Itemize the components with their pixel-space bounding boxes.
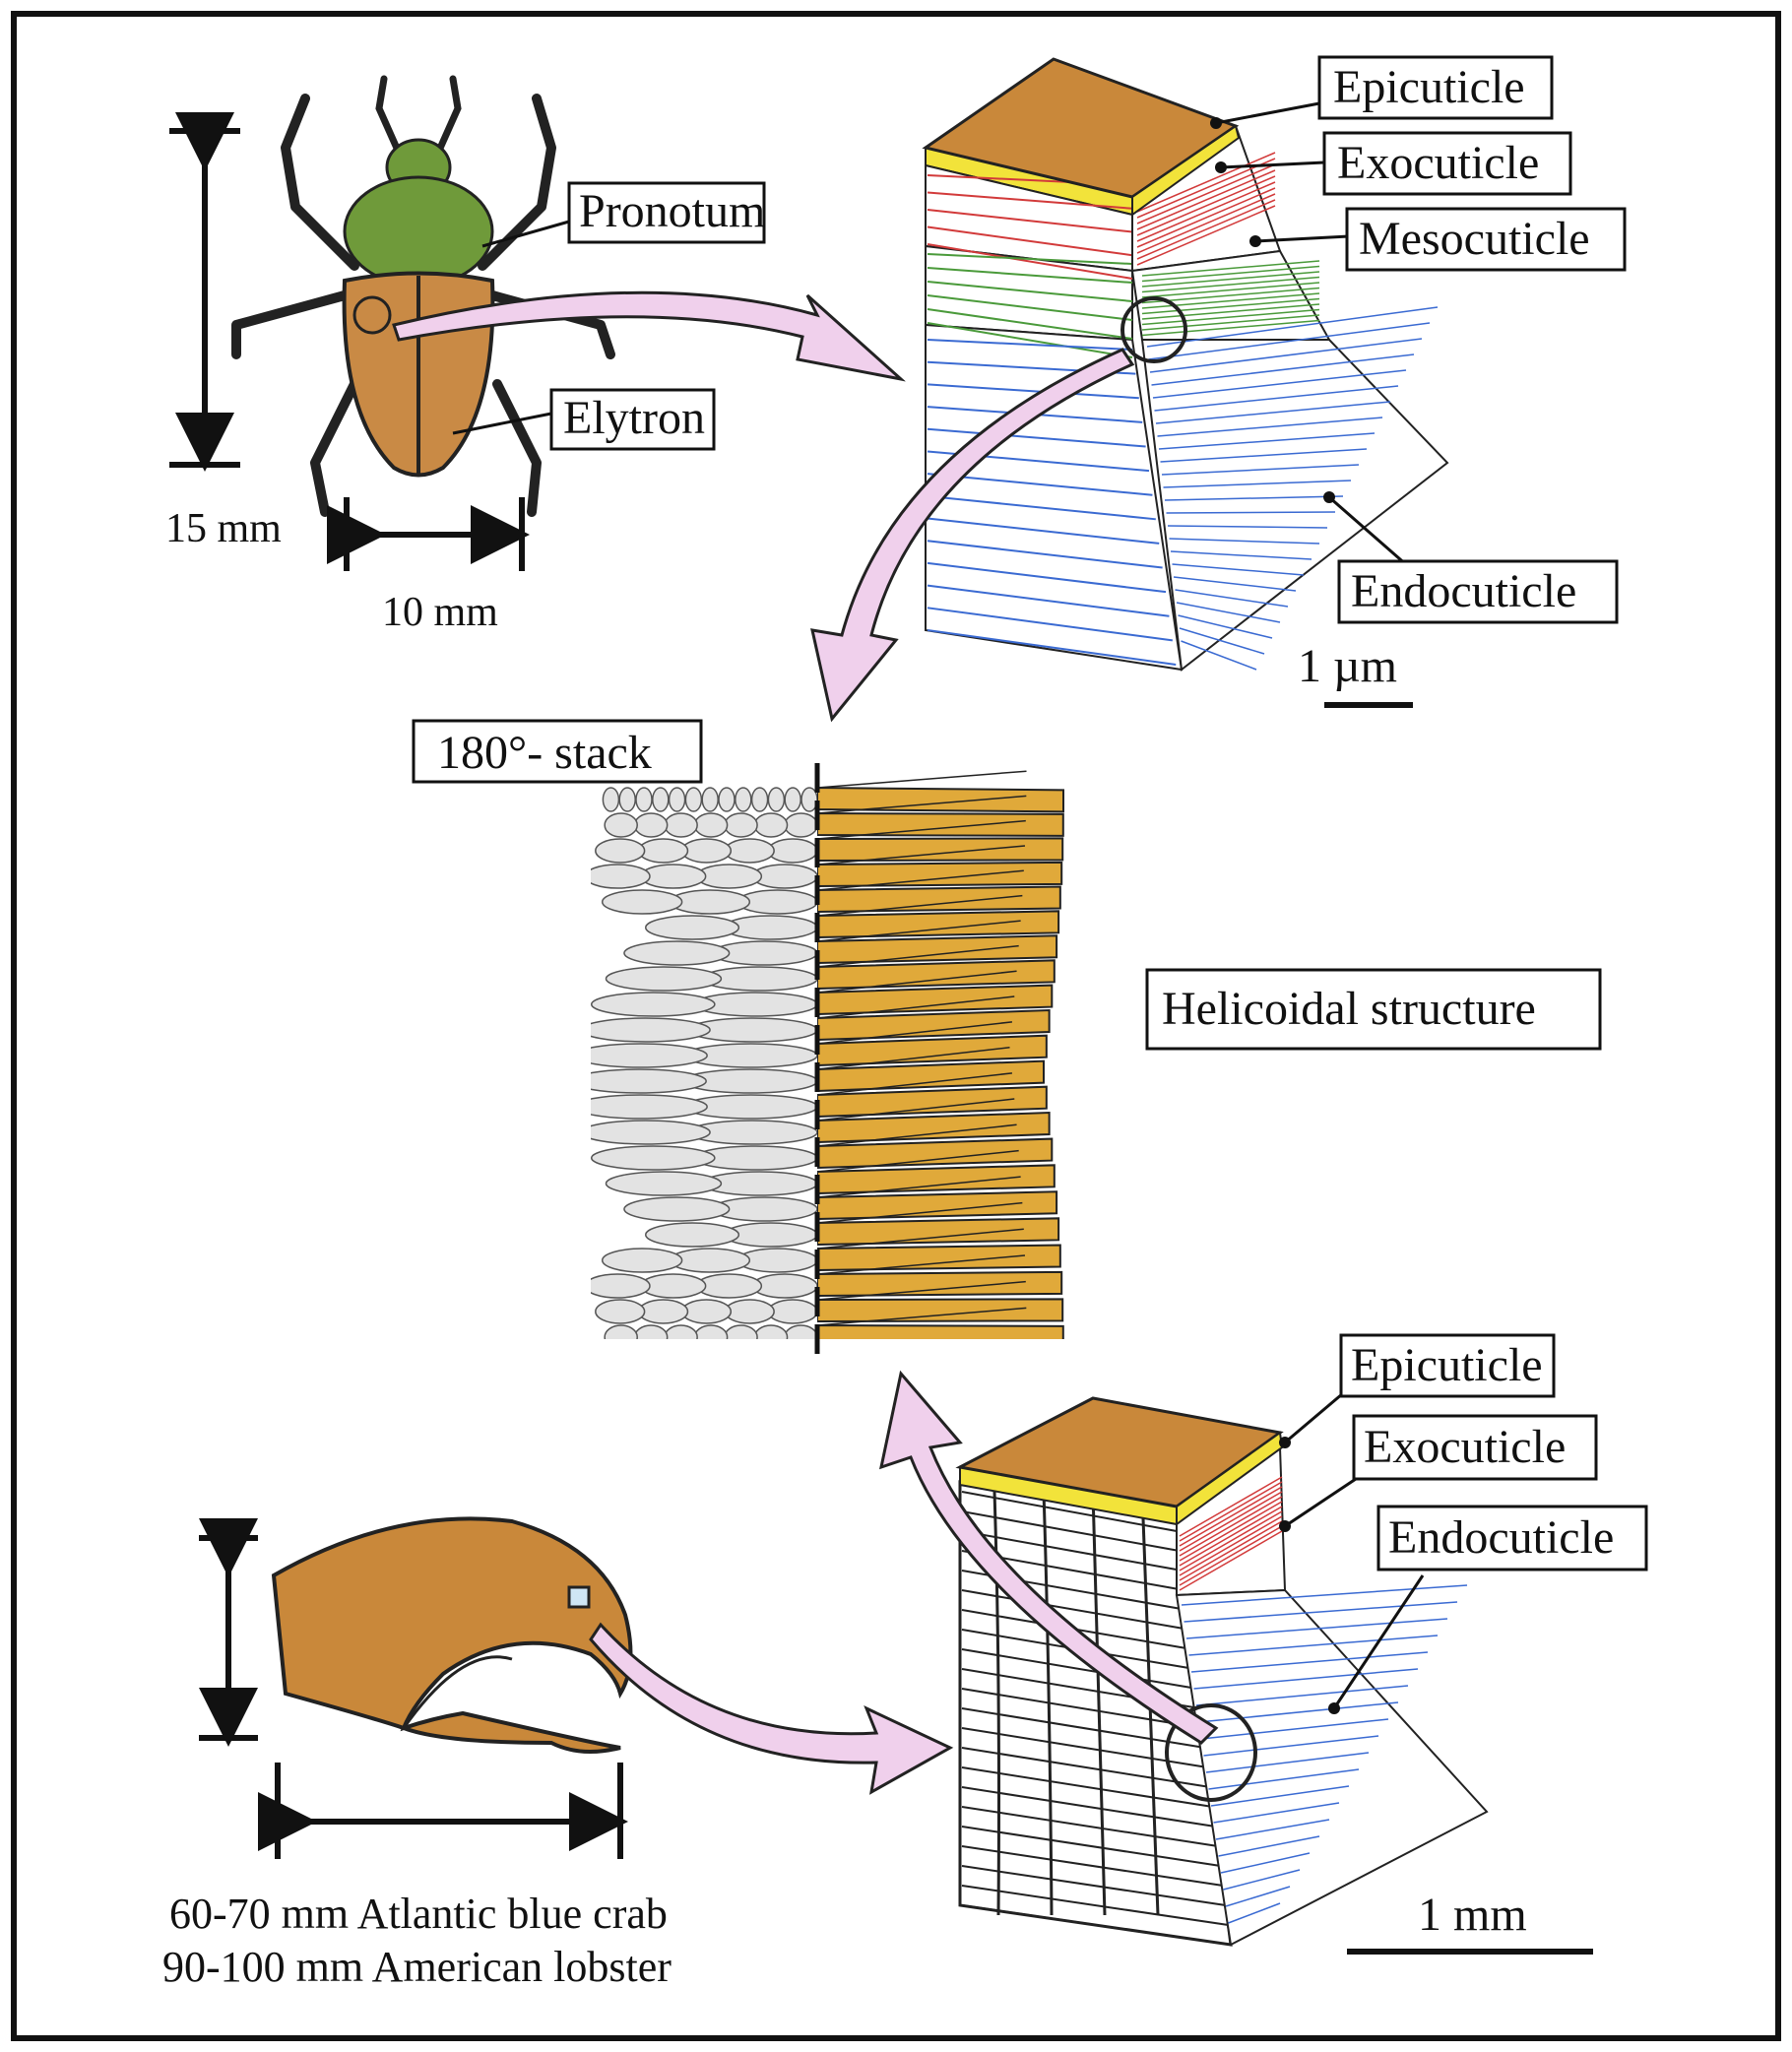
insect-scale-label: 1 µm — [1298, 640, 1397, 692]
arrow-claw-to-cuticle — [589, 1622, 954, 1795]
arrow-crustacean-to-helicoid — [878, 1370, 1219, 1745]
claw-width-dimension — [258, 1763, 628, 1859]
elytron-label-box — [549, 388, 716, 451]
arrow-beetle-to-cuticle — [392, 290, 907, 382]
crust-epicuticle-label: Epicuticle — [1351, 1339, 1543, 1391]
insect-endocuticle-box — [1337, 559, 1619, 624]
insect-epicuticle-label: Epicuticle — [1333, 61, 1525, 113]
helicoidal-structure-label: Helicoidal structure — [1162, 983, 1536, 1035]
insect-mesocuticle-label: Mesocuticle — [1359, 213, 1590, 265]
crust-epicuticle-box — [1339, 1333, 1556, 1398]
arrow-cuticle-to-helicoid — [810, 348, 1135, 723]
claw-height-dimension — [199, 1518, 258, 1747]
insect-mesocuticle-box — [1345, 207, 1627, 272]
claw-illustration — [271, 1516, 633, 1754]
crust-exocuticle-label: Exocuticle — [1364, 1421, 1566, 1473]
pronotum-label: Pronotum — [579, 185, 765, 237]
insect-cuticle-block — [922, 57, 1449, 672]
helicoidal-structure-box — [1145, 968, 1602, 1051]
insect-endocuticle-label: Endocuticle — [1351, 565, 1576, 617]
crust-endocuticle-box — [1376, 1505, 1648, 1571]
crust-scale-label: 1 mm — [1418, 1889, 1527, 1941]
helicoid-plank-stack — [817, 770, 1064, 1339]
helicoid-fiber-stack — [591, 787, 817, 1339]
beetle-height-dimension — [169, 112, 240, 472]
beetle-height-label: 15 mm — [165, 506, 282, 551]
crust-exocuticle-box — [1352, 1414, 1598, 1481]
claw-caption-line1: 60-70 mm Atlantic blue crab — [169, 1890, 668, 1938]
claw-caption-line2: 90-100 mm American lobster — [162, 1943, 672, 1991]
stack-label-box — [412, 719, 703, 784]
elytron-label: Elytron — [563, 392, 705, 444]
stack-label: 180°- stack — [437, 727, 652, 779]
insect-exocuticle-label: Exocuticle — [1337, 137, 1539, 189]
crust-endocuticle-label: Endocuticle — [1388, 1511, 1614, 1564]
beetle-illustration — [231, 75, 615, 517]
pronotum-label-box — [567, 181, 766, 244]
insect-exocuticle-box — [1322, 131, 1572, 196]
beetle-width-label: 10 mm — [382, 590, 498, 635]
insect-epicuticle-box — [1317, 55, 1554, 120]
beetle-width-dimension — [327, 497, 530, 571]
beetle-pronotum — [343, 175, 494, 288]
